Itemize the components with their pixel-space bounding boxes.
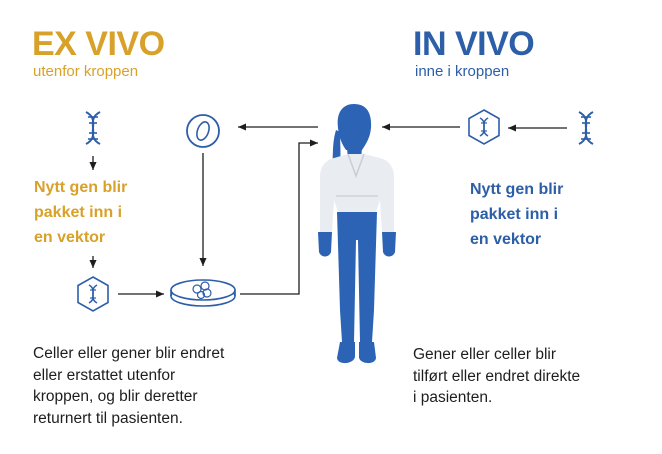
patient-figure — [318, 104, 396, 364]
ex-vivo-desc-line4: returnert til pasienten. — [33, 409, 183, 427]
in-vivo-title: IN VIVO — [413, 25, 535, 63]
in-vivo-desc-line1: Gener eller celler blir — [413, 346, 556, 363]
vector-hexagon-icon — [468, 109, 500, 145]
in-vivo-desc-line3: i pasienten. — [413, 389, 493, 406]
dna-icon — [578, 111, 594, 145]
ex-vivo-vector-line3: en vektor — [34, 229, 106, 246]
ex-vivo-desc-line1: Celler eller gener blir endret — [33, 345, 225, 362]
ex-vivo-desc-line2: eller erstattet utenfor — [33, 366, 176, 384]
in-vivo-vector-caption: Nytt gen blir pakket inn i en vektor — [470, 177, 563, 252]
ex-vivo-vector-line1: Nytt gen blir — [34, 179, 128, 196]
in-vivo-vector-line1: Nytt gen blir — [470, 181, 564, 198]
petri-dish-icon — [170, 279, 236, 307]
vector-hexagon-icon — [77, 276, 109, 312]
cell-icon — [186, 114, 220, 148]
in-vivo-subtitle: inne i kroppen — [415, 63, 510, 80]
in-vivo-vector-line2: pakket inn i — [470, 206, 559, 223]
in-vivo-desc-line2: tilført eller endret direkte — [413, 367, 581, 385]
arrow-dish-to-body — [240, 139, 318, 295]
ex-vivo-desc-line3: kroppen, og blir deretter — [33, 388, 198, 405]
ex-vivo-subtitle: utenfor kroppen — [33, 63, 139, 80]
in-vivo-description: Gener eller celler blir tilført eller en… — [413, 344, 580, 409]
ex-vivo-title: EX VIVO — [32, 25, 165, 63]
ex-vivo-vector-line2: pakket inn i — [34, 204, 123, 221]
in-vivo-vector-line3: en vektor — [470, 231, 542, 248]
ex-vivo-description: Celler eller gener blir endret eller ers… — [33, 343, 224, 429]
ex-vivo-vector-caption: Nytt gen blir pakket inn i en vektor — [34, 175, 127, 250]
dna-icon — [85, 111, 101, 145]
